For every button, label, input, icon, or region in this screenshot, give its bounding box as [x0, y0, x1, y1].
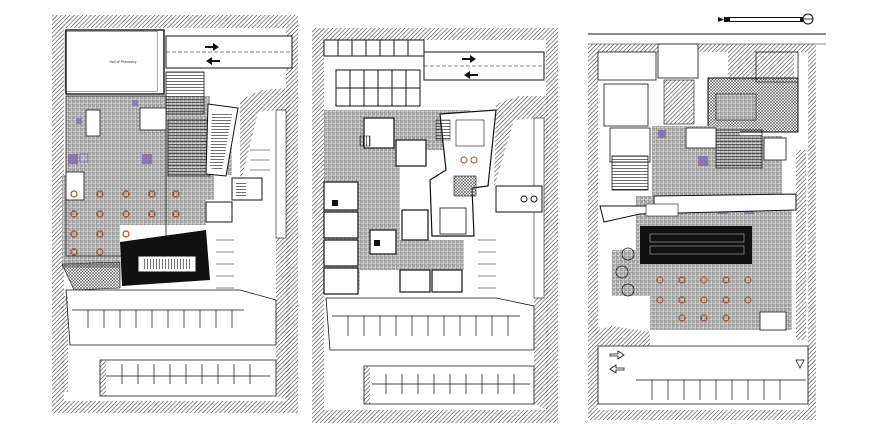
plan-2-top-offices [323, 39, 425, 107]
column-icon [68, 154, 78, 164]
plan-1-dining-furniture [70, 190, 180, 256]
plan-2-parking-bays-upper [332, 315, 520, 336]
exit-arrow-icon [609, 364, 625, 374]
floor-plan-3 [588, 13, 826, 420]
column-icon [142, 154, 152, 164]
plan-1-stairs-upper [165, 71, 205, 115]
plan-1-parking-bays-upper [72, 309, 244, 328]
plan-1-side-parking [216, 149, 270, 289]
plan-1-parking-bays-lower [106, 364, 270, 384]
plan-1-hall-room [65, 29, 165, 95]
floor-plan-2 [312, 28, 558, 423]
driveway-arrow-left-icon [464, 71, 478, 79]
plan-3-dining-furniture [656, 276, 752, 322]
plan-3-parking-bays [636, 379, 806, 400]
plan-2-side-parking [478, 239, 496, 289]
driveway-arrow-right-icon [462, 55, 476, 63]
driveway-arrow-right-icon [205, 43, 219, 51]
driveway-arrow-left-icon [206, 57, 220, 65]
plan-2-parking-bays-lower [372, 374, 530, 394]
entry-arrow-icon [609, 350, 625, 360]
plan-2-rooms [323, 117, 463, 295]
north-arrow-icon [718, 13, 814, 25]
plan-1-room-label: Hall of Pharmacy [109, 60, 136, 64]
plan-2-tiled-corridor [324, 150, 464, 290]
plan-3-stairs [611, 155, 649, 191]
plan-1-stairs-main [167, 119, 211, 177]
floor-plan-1: Hall of Pharmacy [52, 15, 298, 413]
plan-3-service-core [640, 226, 752, 264]
